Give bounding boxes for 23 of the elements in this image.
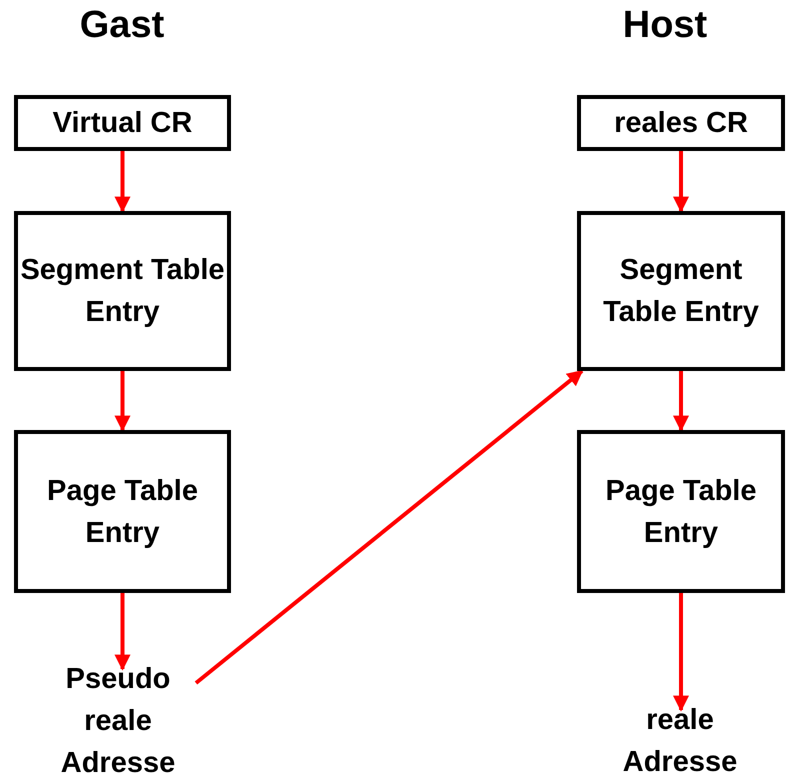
column-heading: Host bbox=[622, 4, 708, 47]
arrow bbox=[673, 371, 689, 432]
address-text: Pseudo reale Adresse bbox=[40, 663, 196, 779]
process-box bbox=[577, 430, 785, 593]
arrow bbox=[673, 151, 689, 213]
process-box bbox=[14, 430, 231, 593]
arrow bbox=[114, 371, 130, 432]
arrow bbox=[114, 151, 130, 213]
box-text: Segment Table Entry bbox=[19, 253, 226, 330]
arrow bbox=[114, 593, 130, 671]
box-text: Page Table Entry bbox=[604, 474, 758, 550]
arrow bbox=[194, 369, 584, 685]
address-text: reale Adresse bbox=[605, 704, 755, 778]
process-box bbox=[14, 95, 231, 151]
box-text: Page Table Entry bbox=[46, 474, 199, 550]
box-text: reales CR bbox=[614, 106, 748, 141]
process-box bbox=[14, 211, 231, 371]
box-text: Segment Table Entry bbox=[602, 253, 760, 330]
arrow bbox=[673, 593, 689, 712]
process-box bbox=[577, 95, 785, 151]
process-box bbox=[577, 211, 785, 371]
box-text: Virtual CR bbox=[52, 106, 192, 141]
column-heading: Gast bbox=[78, 4, 166, 47]
